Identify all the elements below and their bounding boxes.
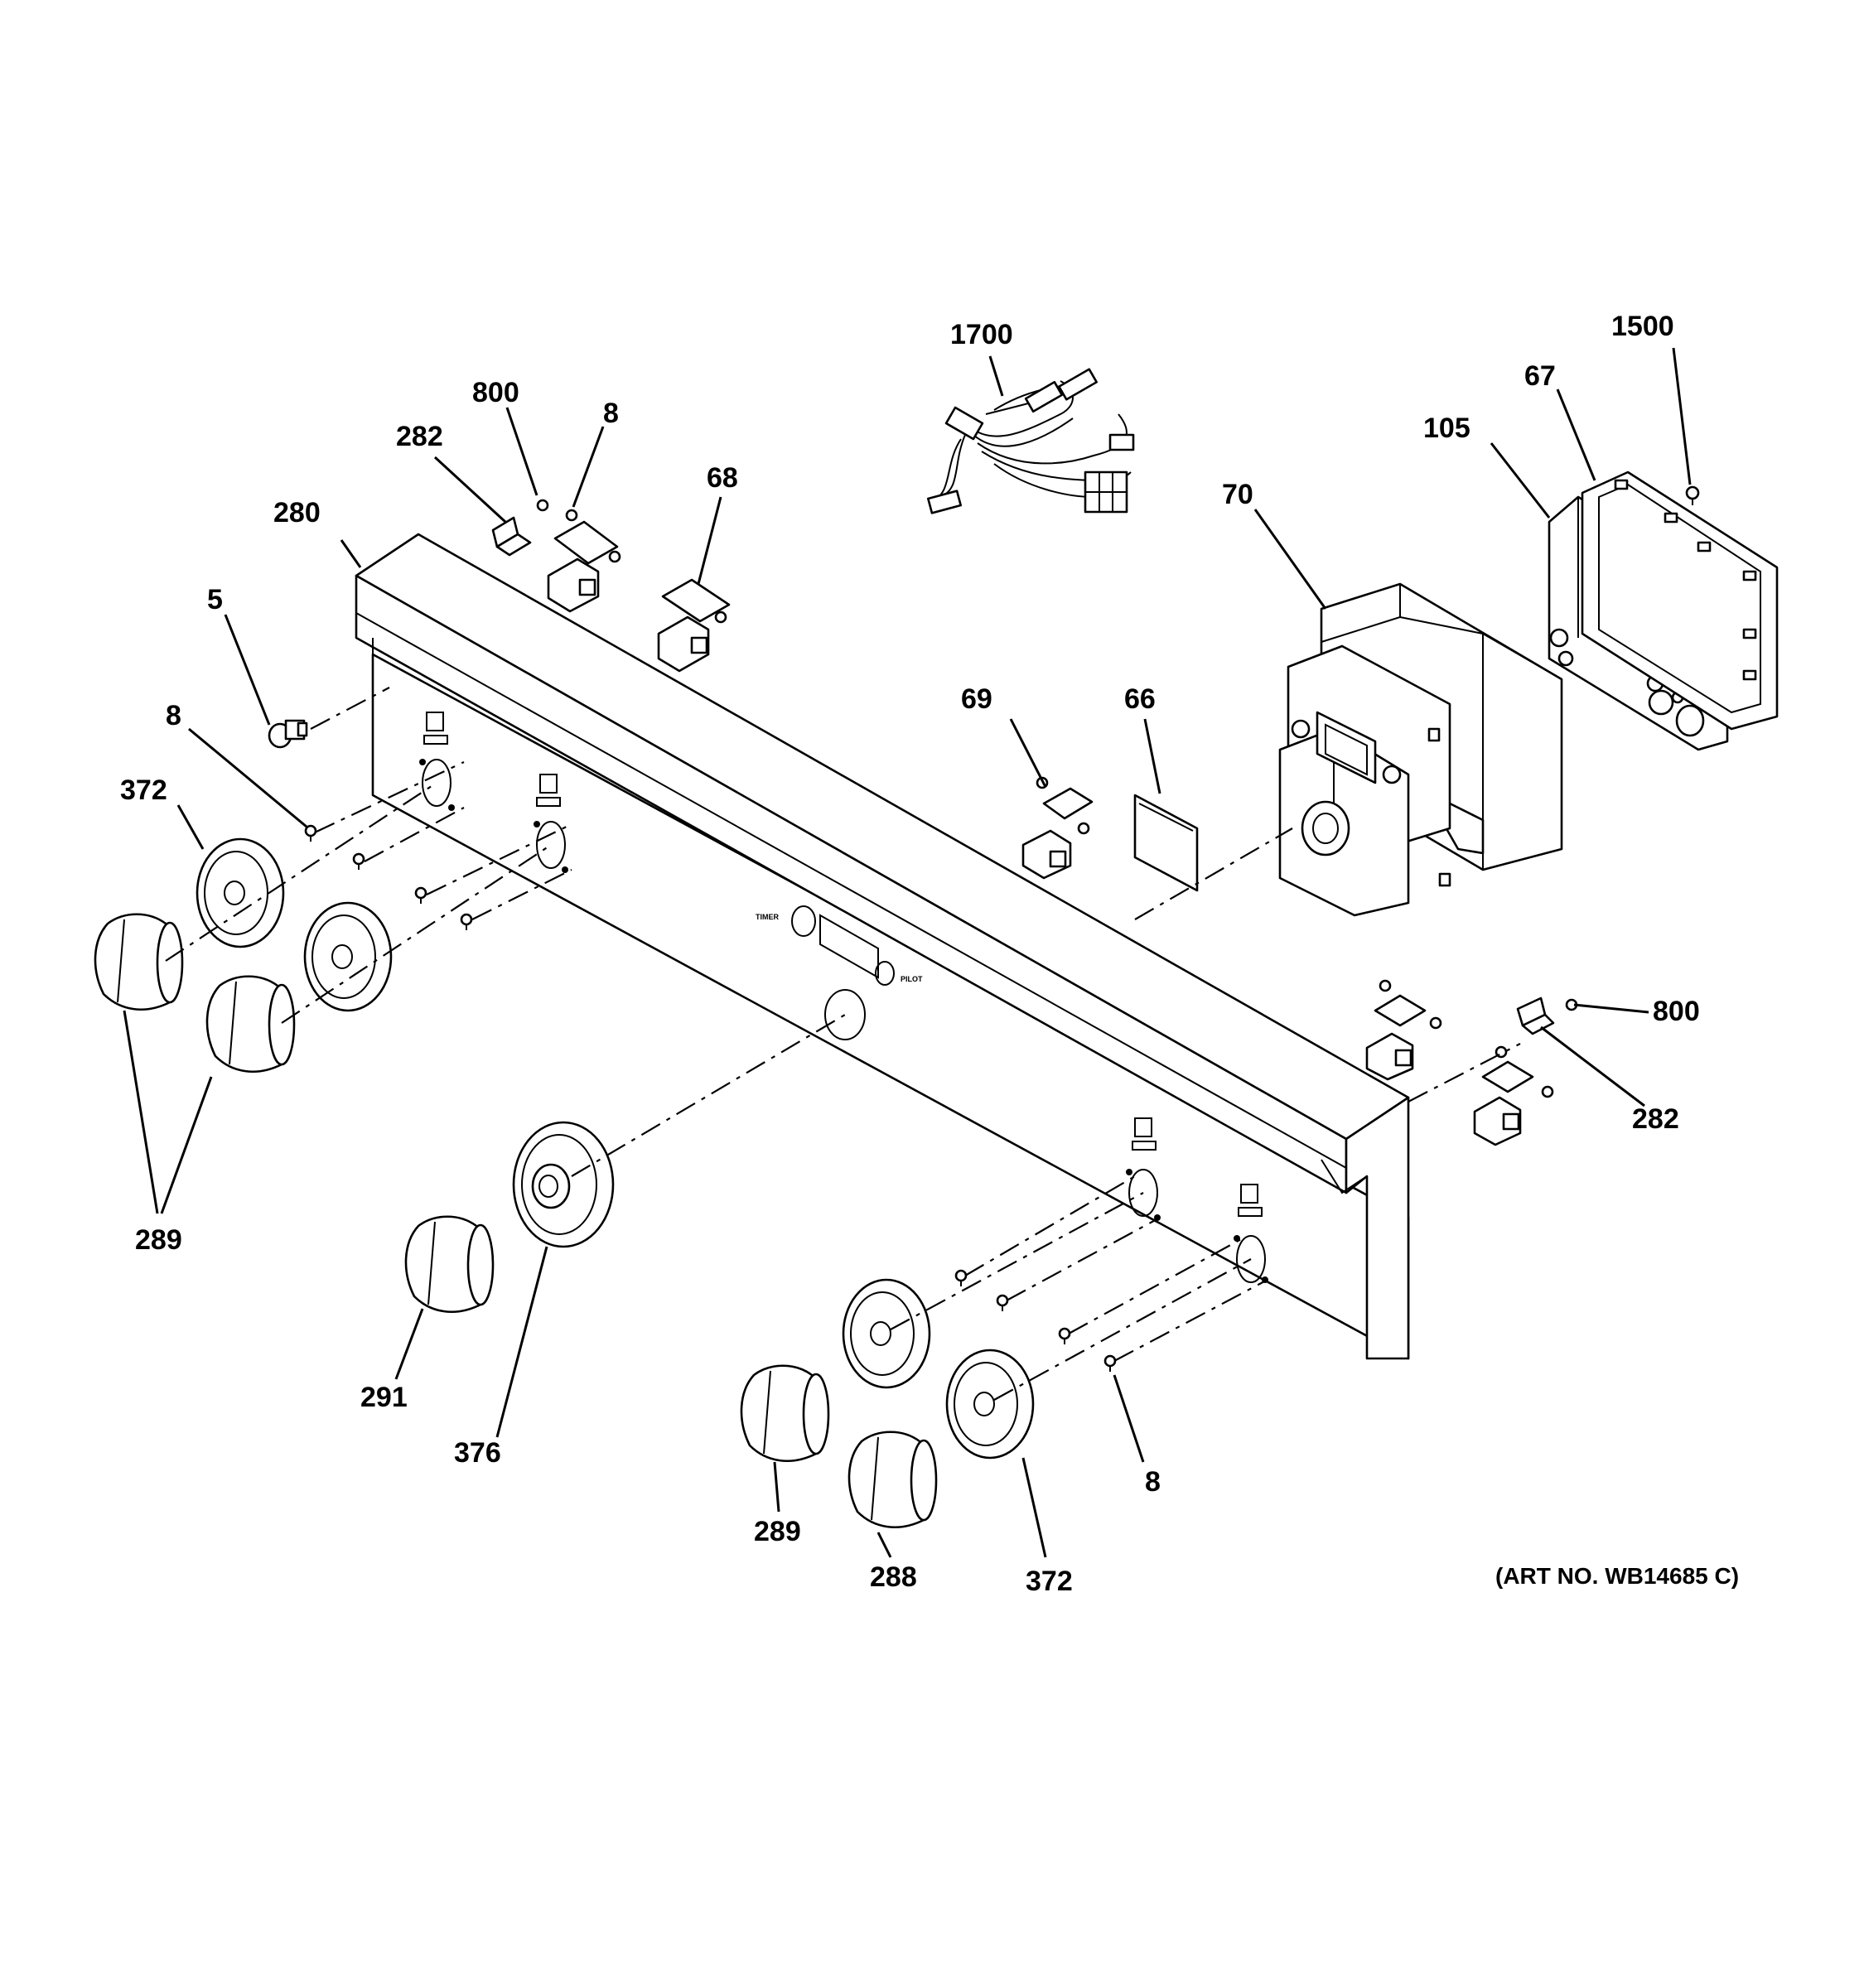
callout-1500: 1500 bbox=[1611, 311, 1674, 342]
clock-display bbox=[1316, 711, 1377, 784]
burner-knob-4 bbox=[847, 1431, 938, 1529]
oven-knob-bezel bbox=[512, 1121, 615, 1248]
clock-module bbox=[1278, 582, 1563, 917]
timer-hole bbox=[791, 905, 816, 937]
callout-372-left: 372 bbox=[120, 774, 167, 806]
callout-8-bottom: 8 bbox=[1145, 1466, 1161, 1498]
pilot-label: PILOT bbox=[901, 975, 923, 983]
oven-knob bbox=[404, 1215, 495, 1314]
board-bracket bbox=[1581, 470, 1779, 731]
callout-800-right: 800 bbox=[1653, 996, 1700, 1027]
callout-372-bottom: 372 bbox=[1026, 1566, 1073, 1597]
screw-1500 bbox=[1685, 485, 1700, 505]
alignment-lines bbox=[165, 687, 1521, 1401]
clock-button-right bbox=[1382, 765, 1402, 784]
control-panel: TIMER PILOT bbox=[355, 533, 1410, 1360]
clock-shaft bbox=[1301, 800, 1350, 856]
callout-69: 69 bbox=[961, 683, 992, 715]
callout-282-top: 282 bbox=[396, 421, 443, 452]
callout-289-left: 289 bbox=[135, 1224, 182, 1256]
switch-bracket-68 bbox=[657, 578, 731, 673]
callout-288: 288 bbox=[870, 1561, 917, 1593]
pilot-hole bbox=[875, 961, 895, 986]
knob-bezel-3 bbox=[842, 1278, 931, 1389]
clip-282-top bbox=[491, 499, 549, 557]
burner-knob-1 bbox=[94, 913, 184, 1011]
knob-opening-3 bbox=[1126, 1117, 1161, 1221]
burner-knob-3 bbox=[740, 1364, 830, 1463]
art-number: (ART NO. WB14685 C) bbox=[1495, 1563, 1739, 1589]
callout-105: 105 bbox=[1423, 413, 1470, 444]
switch-bracket-8top bbox=[547, 509, 621, 613]
knob-bezel-2 bbox=[303, 901, 393, 1012]
callout-376: 376 bbox=[454, 1437, 501, 1469]
callout-282-right: 282 bbox=[1632, 1103, 1679, 1135]
callout-70: 70 bbox=[1222, 479, 1253, 510]
callout-289-bottom: 289 bbox=[754, 1516, 801, 1547]
switch-bracket-right-a bbox=[1365, 979, 1442, 1081]
display-window bbox=[819, 914, 879, 979]
clock-button-left bbox=[1291, 719, 1311, 739]
callout-1700: 1700 bbox=[950, 319, 1013, 350]
wire-harness bbox=[926, 368, 1135, 514]
lens-66 bbox=[1133, 794, 1199, 892]
switch-bracket-right-b bbox=[1473, 1045, 1554, 1146]
knob-opening-1 bbox=[419, 712, 455, 811]
oven-knob-opening bbox=[824, 989, 866, 1040]
callout-5: 5 bbox=[207, 584, 223, 615]
callout-291: 291 bbox=[360, 1382, 408, 1413]
burner-knob-2 bbox=[205, 975, 296, 1074]
callout-800-top: 800 bbox=[472, 377, 519, 408]
leader-lines bbox=[123, 347, 1692, 1558]
callout-66: 66 bbox=[1124, 683, 1156, 715]
callout-68: 68 bbox=[707, 462, 738, 494]
callout-8-left: 8 bbox=[166, 700, 181, 731]
knob-bezel-4 bbox=[945, 1349, 1035, 1460]
timer-label: TIMER bbox=[756, 913, 779, 921]
callout-labels: 1700 1500 67 105 70 800 8 282 68 280 5 8… bbox=[120, 311, 1700, 1597]
switch-bracket-69 bbox=[1021, 776, 1094, 880]
callout-280: 280 bbox=[273, 497, 321, 528]
indicator-light bbox=[268, 719, 308, 749]
callout-67: 67 bbox=[1524, 360, 1556, 392]
callout-8-top: 8 bbox=[603, 398, 619, 429]
knob-opening-2 bbox=[534, 774, 568, 873]
clip-282-right bbox=[1516, 996, 1578, 1035]
